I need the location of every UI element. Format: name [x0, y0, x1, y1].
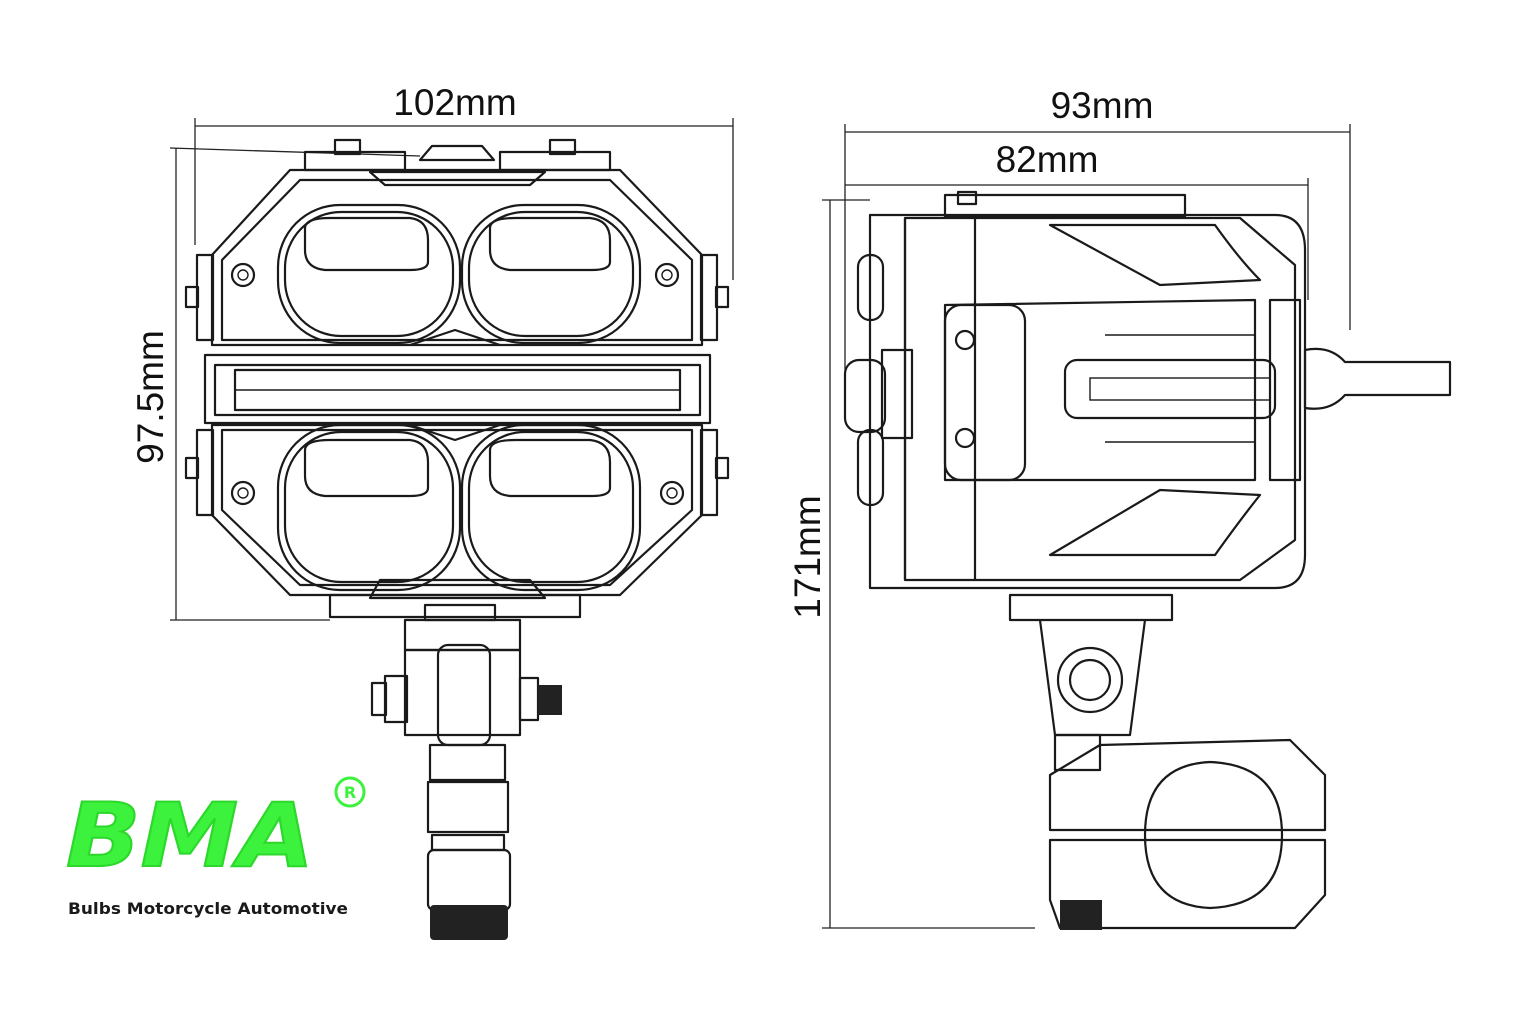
dimension-side-body: 82mm — [845, 139, 1309, 300]
logo-registered-mark: R — [344, 783, 356, 802]
front-height-label: 97.5mm — [130, 330, 171, 464]
dimension-side-total: 93mm — [844, 85, 1351, 370]
front-view — [184, 138, 730, 940]
dimension-front-height: 97.5mm — [130, 147, 421, 621]
bma-logo: BMA R Bulbs Motorcycle Automotive — [65, 776, 366, 918]
front-width-label: 102mm — [393, 82, 516, 123]
side-body-depth-label: 82mm — [996, 139, 1099, 180]
dimension-total-height: 171mm — [787, 199, 1035, 929]
logo-tagline: Bulbs Motorcycle Automotive — [68, 899, 348, 918]
dimension-front-width: 102mm — [194, 82, 734, 280]
side-total-depth-label: 93mm — [1051, 85, 1154, 126]
side-view — [843, 190, 1452, 930]
logo-brand: BMA — [66, 784, 314, 887]
total-height-label: 171mm — [787, 495, 828, 618]
